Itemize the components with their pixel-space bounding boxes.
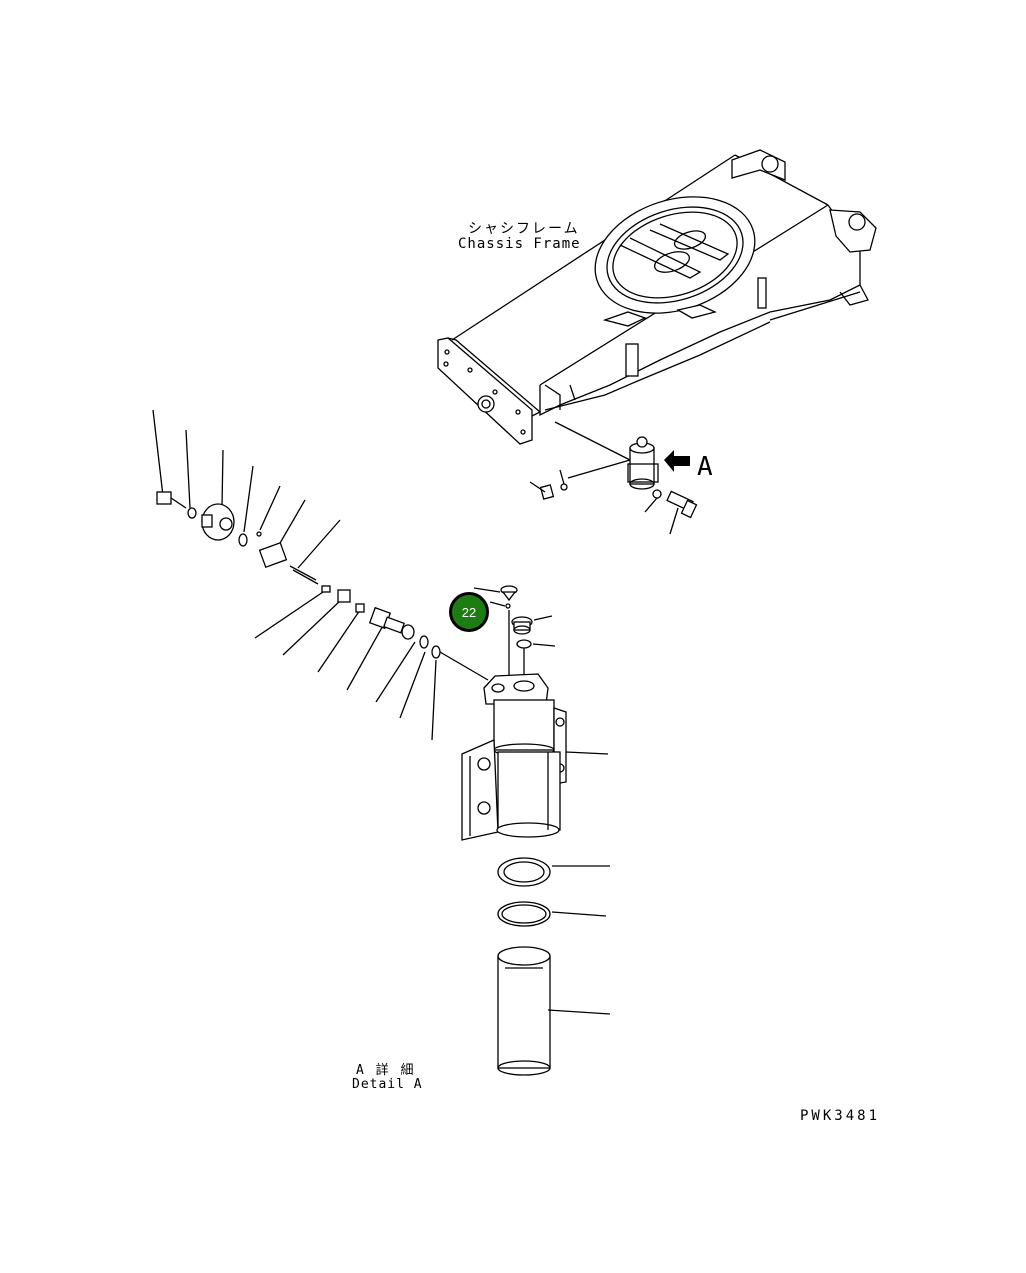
chassis-frame [437,149,877,461]
chassis-frame-label-en: Chassis Frame [458,236,581,252]
exploded-parts-left [152,409,489,741]
piston-pin [497,946,611,1076]
seal-ring-lower [497,901,607,927]
view-letter: A [697,452,713,482]
drawing-number: PWK3481 [800,1108,881,1124]
callout-number: 22 [461,604,477,620]
cylinder-body [461,673,609,841]
chassis-frame-label-jp: シャシフレーム [468,221,580,237]
detail-label-jp: A 詳 細 [356,1063,416,1078]
top-fittings [473,585,556,676]
view-arrow [664,450,690,472]
valve-bolt-left [529,459,631,500]
valve-bolt-right [644,489,698,535]
detail-label-en: Detail A [352,1077,423,1092]
valve-assembly-small [627,436,659,490]
seal-ring-upper [497,857,610,887]
part-callout-22[interactable]: 22 [449,592,489,632]
